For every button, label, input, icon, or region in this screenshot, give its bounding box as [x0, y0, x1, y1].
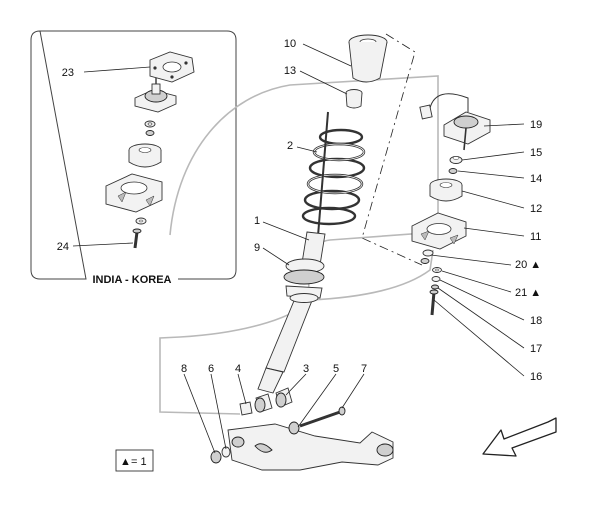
part-10-dust-boot — [348, 34, 388, 83]
direction-arrow-icon — [482, 417, 557, 457]
legend-box: ▲ = 1 — [115, 449, 154, 472]
inset-washer — [135, 217, 147, 225]
part-21-washer — [432, 267, 442, 273]
label-9: 9 — [254, 242, 260, 254]
part-12-rubber-mount — [429, 178, 463, 202]
part-3-bushing — [275, 387, 293, 408]
part-18-washer — [431, 276, 441, 282]
part-20-nut — [420, 249, 434, 264]
part-labels: 10 13 2 1 9 8 6 4 3 5 7 19 15 14 12 11 2… — [181, 38, 542, 383]
legend-symbol: ▲ — [120, 456, 131, 468]
part-5-nut — [288, 421, 300, 435]
label-6: 6 — [208, 363, 214, 375]
inset-panel: INDIA - KOREA — [30, 30, 237, 286]
label-16: 16 — [530, 371, 542, 383]
part-4-bushing — [239, 393, 273, 416]
leader-lines — [183, 43, 525, 454]
ghost-outline — [159, 75, 439, 415]
label-2: 2 — [287, 140, 293, 152]
label-15: 15 — [530, 147, 542, 159]
label-5: 5 — [333, 363, 339, 375]
label-8: 8 — [181, 363, 187, 375]
label-14: 14 — [530, 173, 542, 185]
part-13-bump-stop — [345, 89, 363, 109]
assembly-frame — [361, 33, 423, 266]
label-4: 4 — [235, 363, 241, 375]
part-17-washer — [431, 284, 439, 290]
part-8-nut — [210, 450, 222, 464]
part-16-bolt — [429, 289, 439, 316]
inset-top-mount — [134, 78, 177, 113]
part-19-top-mount — [419, 93, 491, 151]
part-9-lower-spring-seat — [283, 258, 325, 303]
lower-control-arm — [227, 423, 394, 471]
label-23: 23 — [62, 67, 74, 79]
part-2-coil-spring — [301, 128, 366, 226]
part-14-washer — [448, 168, 458, 174]
part-15-nut — [449, 156, 463, 164]
label-3: 3 — [303, 363, 309, 375]
inset-washers — [144, 120, 156, 136]
label-24: 24 — [57, 241, 69, 253]
label-13: 13 — [284, 65, 296, 77]
inset-bump-rubber — [128, 143, 162, 168]
label-10: 10 — [284, 38, 296, 50]
inset-spring-seat — [105, 173, 163, 213]
part-11-spring-seat — [411, 212, 467, 250]
inset-title: INDIA - KOREA — [92, 274, 171, 286]
label-7: 7 — [361, 363, 367, 375]
part-23-upper-mount-plate — [149, 51, 195, 83]
part-1-shock-absorber — [257, 111, 329, 394]
part-7-bolt — [299, 406, 346, 428]
label-12: 12 — [530, 203, 542, 215]
label-17: 17 — [530, 343, 542, 355]
label-21: 21 ▲ — [515, 287, 541, 299]
label-1: 1 — [254, 215, 260, 227]
label-18: 18 — [530, 315, 542, 327]
part-24-bolt — [132, 228, 142, 249]
label-20: 20 ▲ — [515, 259, 541, 271]
label-11: 11 — [530, 231, 541, 243]
legend-text: = 1 — [131, 456, 147, 468]
label-19: 19 — [530, 119, 542, 131]
